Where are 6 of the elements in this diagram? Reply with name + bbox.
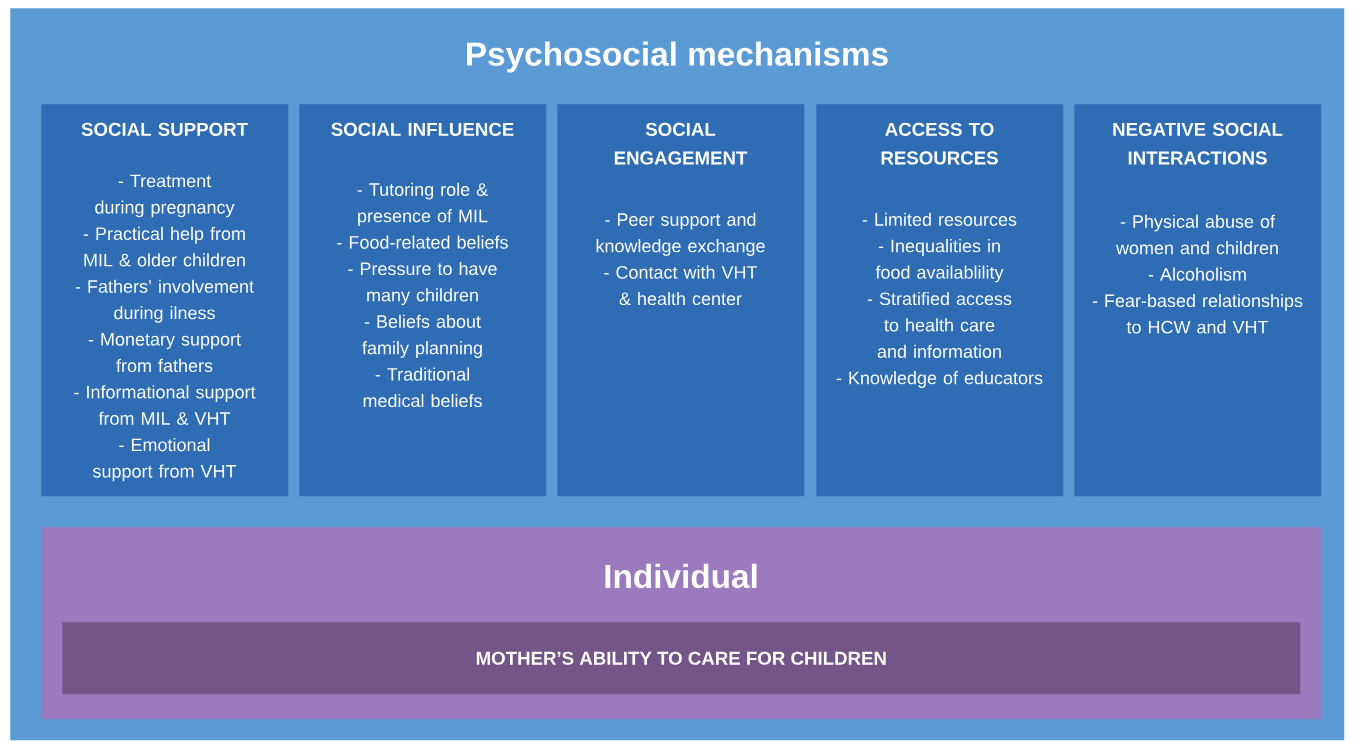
- category-column: ACCESS TO RESOURCES - Limited resources - Inequalities in food availablility - Stratified access to health care and information - Knowledge of educators: [816, 104, 1064, 497]
- ability-bar: MOTHER’S ABILITY TO CARE FOR CHILDREN: [62, 622, 1301, 695]
- category-column: SOCIAL SUPPORT - Treatment during pregnancy - Practical help from MIL & older children - Fathers’ involvement during ilness - Monetary support from fathers - Informational support from MIL & VHT - Emotional support from VHT: [41, 104, 289, 497]
- category-column: NEGATIVE SOCIAL INTERACTIONS - Physical abuse of women and children - Alcoholism - Fear-based relationships to HCW and VHT: [1074, 104, 1322, 497]
- category-column: SOCIAL ENGAGEMENT - Peer support and knowledge exchange - Contact with VHT & health center: [557, 104, 805, 497]
- category-column: SOCIAL INFLUENCE - Tutoring role & presence of MIL - Food-related beliefs - Pressure to have many children - Beliefs about family planning - Traditional medical beliefs: [299, 104, 547, 497]
